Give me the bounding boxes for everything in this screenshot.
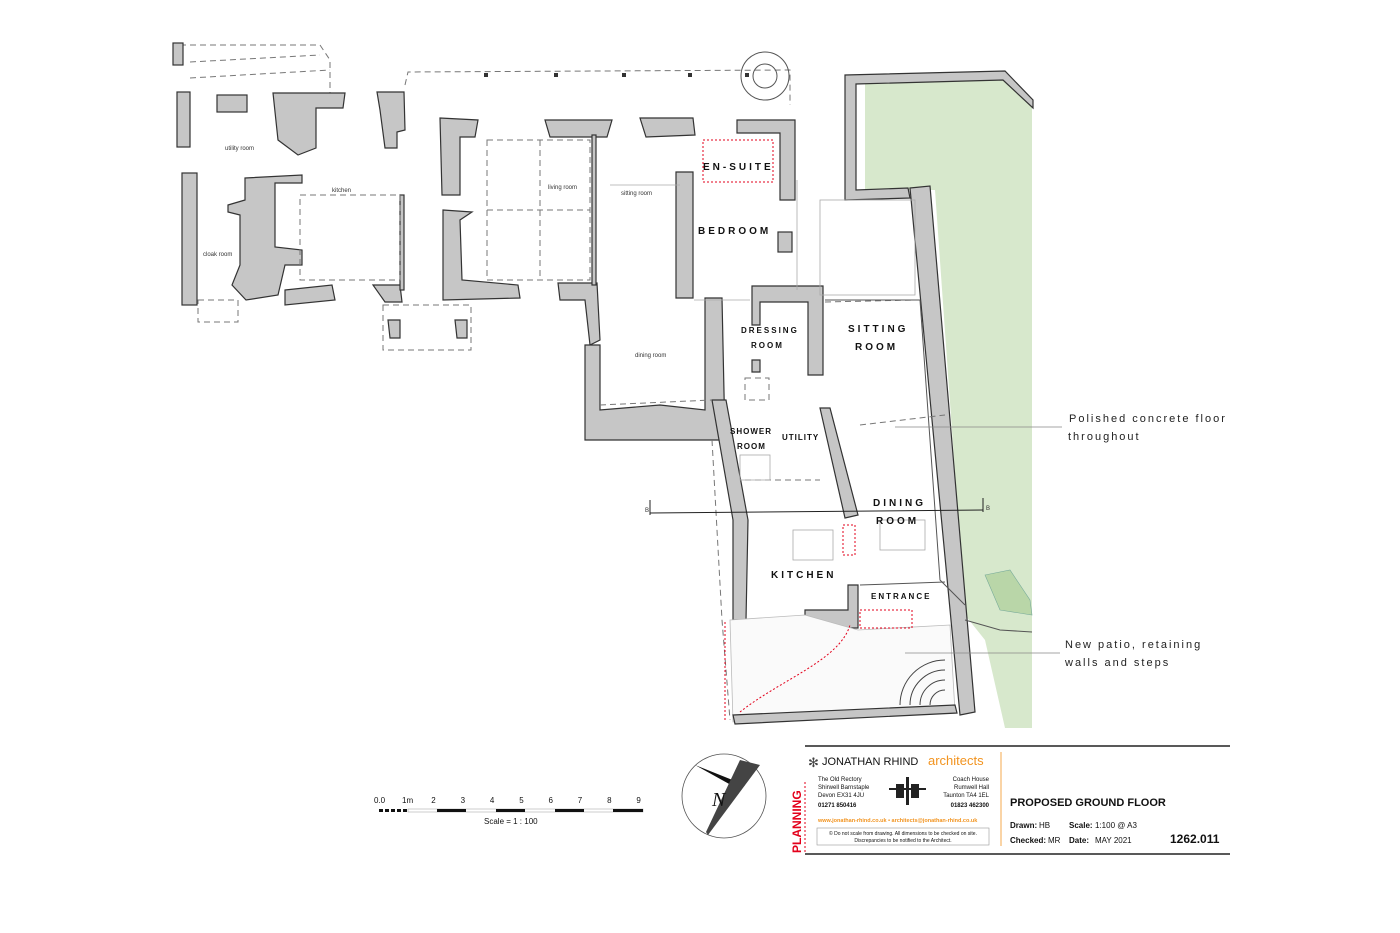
planning-stamp: PLANNING bbox=[790, 790, 804, 853]
scale-tick-label: 7 bbox=[578, 796, 583, 805]
label-sitting: SITTING bbox=[848, 324, 908, 335]
scale-tick-label: 8 bbox=[607, 796, 612, 805]
old-outline bbox=[189, 69, 331, 79]
scale-tick-label: 3 bbox=[461, 796, 466, 805]
spiral-feature bbox=[740, 51, 790, 101]
label-sitting-room-old: sitting room bbox=[621, 191, 652, 197]
label-sitting-room: ROOM bbox=[855, 342, 898, 353]
phone-left: 01271 850416 bbox=[818, 803, 857, 809]
label-shower: SHOWER bbox=[730, 427, 772, 436]
post-markers bbox=[484, 73, 749, 77]
label-dining: DINING bbox=[873, 498, 926, 509]
planting-bed bbox=[984, 569, 1033, 616]
curved-steps bbox=[899, 659, 946, 706]
section-marker-right: B bbox=[986, 506, 990, 512]
label-en-suite: EN-SUITE bbox=[703, 162, 774, 173]
label-dressing-room: ROOM bbox=[751, 341, 784, 350]
disclaimer-line1: © Do not scale from drawing. All dimensi… bbox=[829, 830, 977, 837]
label-dining-room-old: dining room bbox=[635, 353, 666, 359]
kitchen-fitting bbox=[842, 524, 856, 556]
garden-retaining-wall bbox=[844, 70, 1034, 201]
svg-text:N: N bbox=[711, 789, 727, 811]
scale-tick-label: 2 bbox=[431, 796, 436, 805]
scale-label: Scale: bbox=[1069, 821, 1093, 830]
patio-wall bbox=[964, 619, 1033, 633]
label-shower-room: ROOM bbox=[737, 442, 766, 451]
scale-tick-label: 1m bbox=[402, 796, 413, 805]
section-line bbox=[649, 509, 984, 514]
label-utility-room: utility room bbox=[225, 146, 254, 152]
scale-tick-label: 9 bbox=[636, 796, 641, 805]
scale-tick-label: 0.0 bbox=[374, 796, 386, 805]
checked-label: Checked: bbox=[1010, 836, 1046, 845]
label-cloak-room: cloak room bbox=[203, 252, 232, 258]
new-patio bbox=[729, 614, 956, 723]
note-floor-line2: throughout bbox=[1068, 431, 1141, 443]
scale-bar bbox=[379, 808, 644, 813]
east-boundary-wall bbox=[909, 185, 976, 716]
address-left-3: Devon EX31 4JU bbox=[818, 793, 864, 799]
firm-suffix: architects bbox=[928, 753, 984, 768]
label-entrance: ENTRANCE bbox=[871, 592, 931, 601]
label-kitchen: KITCHEN bbox=[771, 570, 836, 581]
scale-caption: Scale = 1 : 100 bbox=[484, 817, 538, 826]
note-floor-line1: Polished concrete floor bbox=[1069, 413, 1227, 425]
label-dressing: DRESSING bbox=[741, 326, 799, 335]
scale-tick-label: 4 bbox=[490, 796, 495, 805]
north-arrow: N bbox=[681, 753, 767, 839]
disclaimer-box bbox=[816, 827, 990, 846]
patio-retaining-wall bbox=[732, 704, 958, 725]
note-patio-line2: walls and steps bbox=[1064, 657, 1170, 669]
date-label: Date: bbox=[1069, 836, 1089, 845]
address-left-2: Shirwell Barnstaple bbox=[818, 785, 870, 791]
checked-value: MR bbox=[1048, 836, 1061, 845]
address-right-2: Rumwell Hall bbox=[954, 785, 989, 791]
phone-right: 01823 462300 bbox=[951, 803, 990, 809]
room-grid bbox=[197, 139, 966, 721]
old-outline bbox=[189, 54, 321, 63]
scale-value: 1:100 @ A3 bbox=[1095, 821, 1137, 830]
label-kitchen-old: kitchen bbox=[332, 188, 351, 194]
drawing-number: 1262.011 bbox=[1170, 832, 1220, 846]
label-bedroom: BEDROOM bbox=[698, 226, 771, 237]
planned-path bbox=[739, 624, 851, 713]
date-value: MAY 2021 bbox=[1095, 836, 1132, 845]
existing-walls bbox=[172, 42, 859, 629]
entrance-mat bbox=[859, 609, 913, 629]
address-right-1: Coach House bbox=[953, 777, 990, 783]
drawn-label: Drawn: bbox=[1010, 821, 1037, 830]
address-left-1: The Old Rectory bbox=[818, 777, 862, 783]
scale-tick-labels: 0.0 1m 2 3 4 5 6 7 8 9 bbox=[374, 796, 641, 805]
en-suite-fittings bbox=[702, 139, 774, 183]
address-right-3: Taunton TA4 1EL bbox=[943, 793, 989, 799]
spiral-feature-inner bbox=[752, 63, 778, 89]
note-patio-line1: New patio, retaining bbox=[1065, 639, 1202, 651]
boundary-dashed bbox=[404, 69, 791, 105]
drawing-title: PROPOSED GROUND FLOOR bbox=[1010, 797, 1166, 809]
logo-figures bbox=[889, 777, 926, 805]
old-outline bbox=[180, 44, 331, 95]
logo-emblem: ✻ bbox=[808, 755, 819, 770]
firm-web-email: www.jonathan-rhind.co.uk • architects@jo… bbox=[817, 818, 978, 824]
drawn-value: HB bbox=[1039, 821, 1050, 830]
label-utility: UTILITY bbox=[782, 433, 819, 442]
scale-tick-label: 5 bbox=[519, 796, 524, 805]
disclaimer-line2: Discrepancies to be notified to the Arch… bbox=[854, 838, 951, 844]
label-living-room: living room bbox=[548, 185, 577, 191]
label-dining-room: ROOM bbox=[876, 516, 919, 527]
firm-name: JONATHAN RHIND bbox=[822, 756, 918, 768]
garden-lawn bbox=[865, 78, 1032, 728]
section-marker-left: B bbox=[645, 508, 649, 514]
scale-tick-label: 6 bbox=[549, 796, 554, 805]
